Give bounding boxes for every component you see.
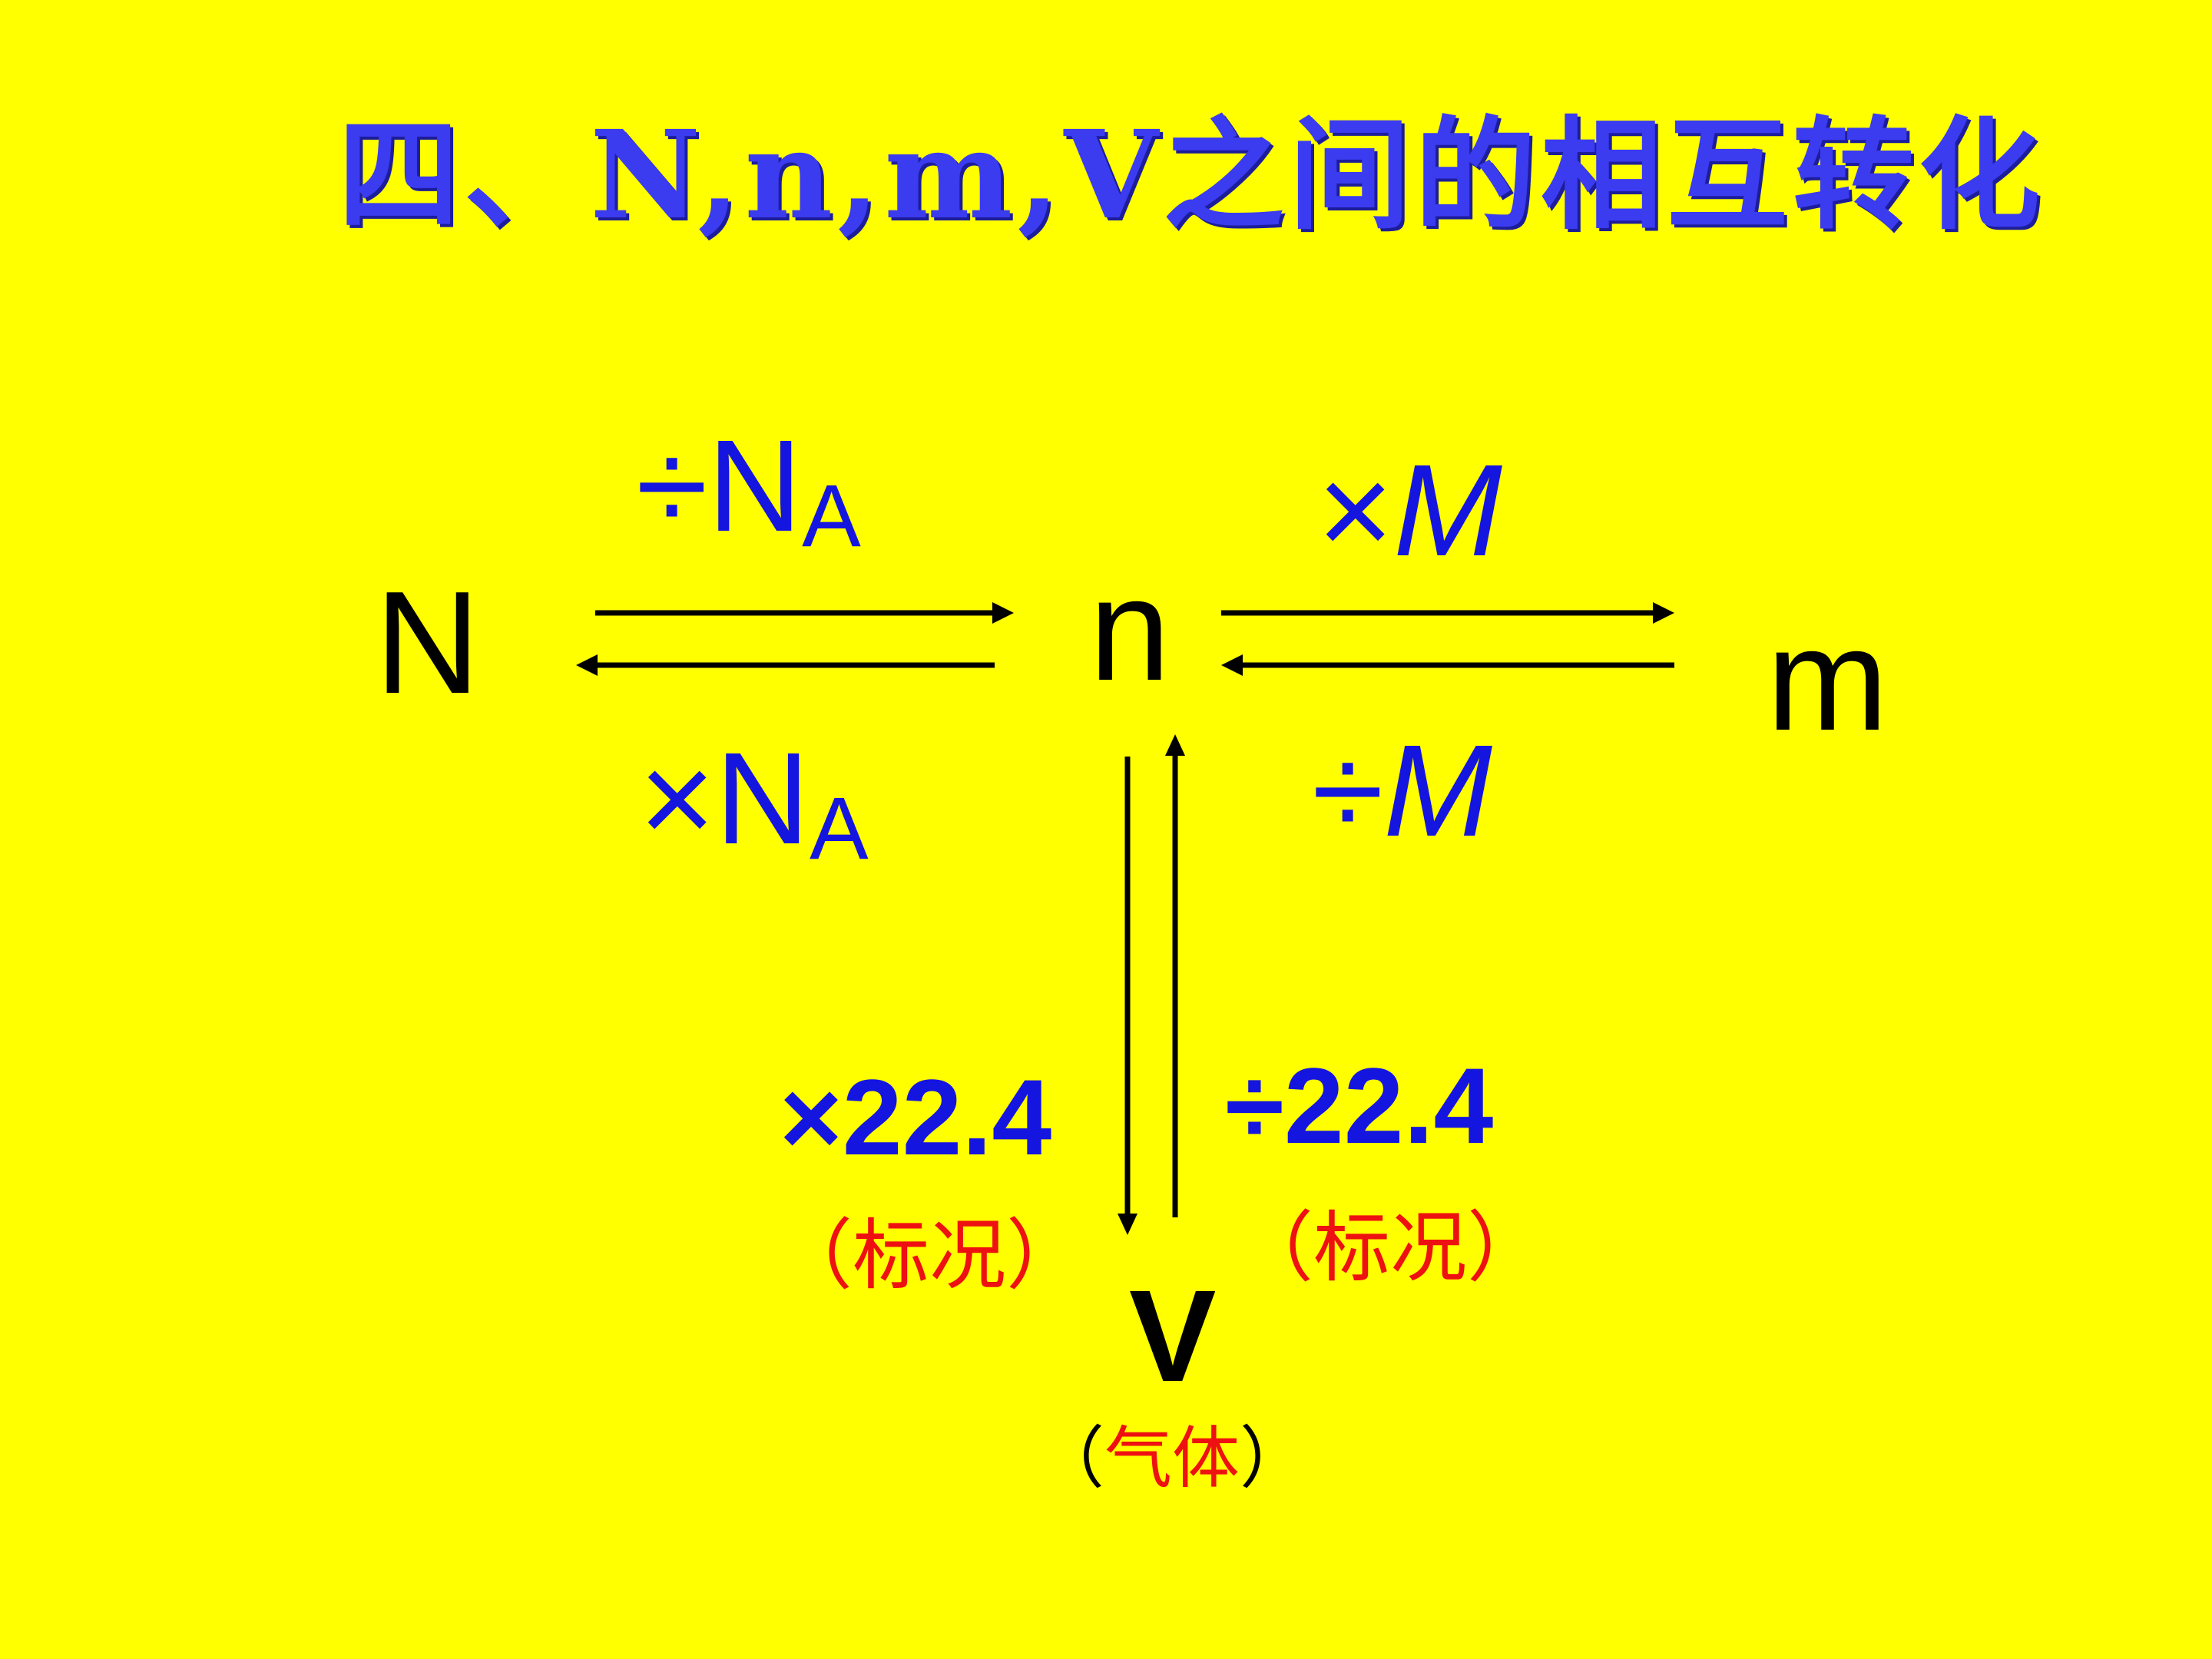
label-divide-22-4: ÷22.4 [1225, 1045, 1494, 1166]
condition-left: （标况） [776, 1217, 1083, 1294]
condition-right: （标况） [1237, 1210, 1544, 1286]
arrowhead-V-to-n [1165, 734, 1185, 756]
times-NA-op: ×N [639, 726, 810, 872]
label-times-NA: ×NA [639, 733, 869, 873]
node-n: n [1089, 548, 1171, 711]
divide-NA-op: ÷N [636, 413, 803, 559]
label-divide-NA: ÷NA [636, 421, 861, 561]
gas-label: 气体 [1104, 1419, 1240, 1498]
condition-left-text: 标况 [853, 1210, 1006, 1300]
condition-right-close: ） [1467, 1203, 1544, 1293]
gas-close-paren: ） [1240, 1419, 1308, 1498]
divide-M-op: ÷ [1312, 718, 1384, 864]
condition-left-close: ） [1006, 1210, 1083, 1300]
node-N: N [375, 561, 481, 724]
label-times-M: ×M [1317, 445, 1502, 576]
arrowhead-n-to-m [1653, 602, 1674, 624]
slide-title: 四、N,n,m,V之间的相互转化 [338, 104, 2045, 247]
arrowhead-n-to-N [576, 654, 598, 676]
label-divide-M: ÷M [1312, 726, 1492, 856]
arrowhead-n-to-V [1118, 1214, 1137, 1235]
condition-left-open: （ [776, 1210, 853, 1300]
arrowhead-m-to-n [1221, 654, 1243, 676]
gas-open-paren: （ [1037, 1419, 1105, 1498]
arrowhead-N-to-n [992, 602, 1014, 624]
node-m: m [1767, 598, 1889, 761]
times-NA-subscript: A [810, 780, 869, 878]
divide-M-var: M [1383, 718, 1492, 864]
label-times-22-4: ×22.4 [780, 1057, 1052, 1177]
divide-NA-subscript: A [802, 467, 861, 565]
times-M-op: × [1317, 438, 1394, 584]
times-M-var: M [1393, 438, 1502, 584]
gas-note: （气体） [1037, 1425, 1307, 1492]
node-V: V [1129, 1263, 1217, 1409]
condition-right-text: 标况 [1313, 1203, 1467, 1293]
condition-right-open: （ [1237, 1203, 1313, 1293]
